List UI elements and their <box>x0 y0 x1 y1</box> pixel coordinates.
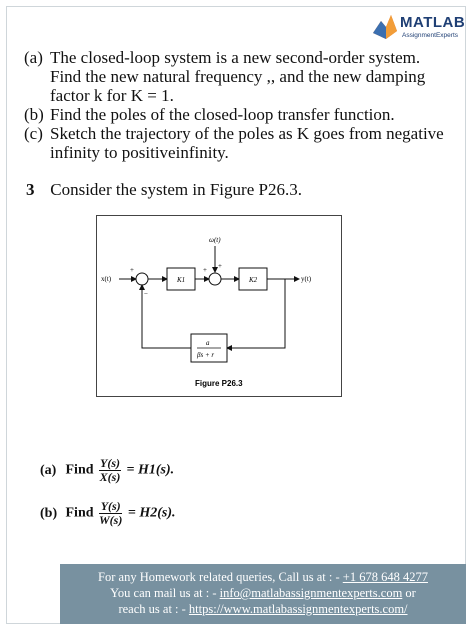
brand-name: MATLAB <box>400 14 466 31</box>
feedback-line-left <box>139 284 191 349</box>
website-link[interactable]: https://www.matlabassignmentexperts.com/ <box>188 602 408 616</box>
question-mark: (a) <box>24 48 43 67</box>
contact-footer: For any Homework related queries, Call u… <box>60 564 466 624</box>
brand-logo: MATLAB AssignmentExperts <box>372 13 468 43</box>
fraction-denominator: X(s) <box>99 470 121 484</box>
question-line: Sketch the trajectory of the poles as K … <box>50 124 444 143</box>
question-line: factor k for K = 1. <box>50 86 174 105</box>
summing-junction-2 <box>208 272 222 286</box>
equation-b: (b) Find Y(s) W(s) = H2(s). <box>40 500 176 527</box>
output-label: y(t) <box>301 275 312 283</box>
block-diagram-svg: x(t) + − K1 + + ω(t) K2 y(t) a βs + r Fi… <box>101 236 312 388</box>
equation-label: (a) <box>40 462 57 478</box>
matlab-membrane-icon <box>373 15 397 39</box>
sum1-plus-sign: + <box>130 266 134 274</box>
footer-or-text: or <box>405 586 416 600</box>
question-a: (a) The closed-loop system is a new seco… <box>24 48 454 105</box>
equation-a: (a) Find Y(s) X(s) = H1(s). <box>40 457 174 484</box>
footer-mail-text: You can mail us at : - <box>110 586 217 600</box>
summing-junction-1 <box>135 272 149 286</box>
question-b: (b) Find the poles of the closed-loop tr… <box>24 105 454 124</box>
footer-reach-text: reach us at : - <box>118 602 186 616</box>
footer-line-1: For any Homework related queries, Call u… <box>60 569 466 585</box>
question-line: infinity to positiveinfinity. <box>50 143 229 162</box>
equation-label: (b) <box>40 505 58 521</box>
footer-line-2: You can mail us at : - info@matlabassign… <box>60 585 466 601</box>
brand-tagline: AssignmentExperts <box>402 32 458 39</box>
figure-caption: Figure P26.3 <box>195 379 243 388</box>
footer-call-text: For any Homework related queries, Call u… <box>98 570 340 584</box>
equation-find: Find <box>65 505 94 521</box>
feedback-denominator: βs + r <box>196 351 214 359</box>
equation-result: = H1(s). <box>126 462 175 478</box>
sum2-plus-sign-left: + <box>203 266 207 274</box>
section-text: Consider the system in Figure P26.3. <box>50 180 302 199</box>
fraction-numerator: Y(s) <box>99 499 123 514</box>
section-heading: 3 Consider the system in Figure P26.3. <box>26 180 302 200</box>
equation-find: Find <box>65 462 94 478</box>
section-number: 3 <box>26 180 35 199</box>
block-diagram: x(t) + − K1 + + ω(t) K2 y(t) a βs + r Fi… <box>96 215 342 397</box>
footer-line-3: reach us at : - https://www.matlabassign… <box>60 601 466 617</box>
block-k1-label: K1 <box>176 276 185 284</box>
feedback-line-right <box>226 279 286 351</box>
input-label: x(t) <box>101 275 112 283</box>
fraction-numerator: Y(s) <box>99 456 122 471</box>
equation-fraction: Y(s) X(s) <box>99 456 122 484</box>
question-mark: (b) <box>24 105 44 124</box>
equation-fraction: Y(s) W(s) <box>99 499 123 527</box>
fraction-denominator: W(s) <box>99 513 123 527</box>
feedback-numerator: a <box>206 339 210 347</box>
question-c: (c) Sketch the trajectory of the poles a… <box>24 124 454 162</box>
question-list: (a) The closed-loop system is a new seco… <box>24 48 454 162</box>
question-mark: (c) <box>24 124 43 143</box>
question-line: Find the poles of the closed-loop transf… <box>50 105 395 124</box>
question-line: The closed-loop system is a new second-o… <box>50 48 421 67</box>
question-line: Find the new natural frequency ,, and th… <box>50 67 426 86</box>
sum1-minus-sign: − <box>144 290 148 298</box>
phone-link[interactable]: +1 678 648 4277 <box>342 570 428 584</box>
disturbance-label: ω(t) <box>209 236 221 244</box>
block-k2-label: K2 <box>248 276 258 284</box>
email-link[interactable]: info@matlabassignmentexperts.com <box>219 586 403 600</box>
equation-result: = H2(s). <box>127 505 176 521</box>
sum2-plus-sign-top: + <box>218 262 222 270</box>
